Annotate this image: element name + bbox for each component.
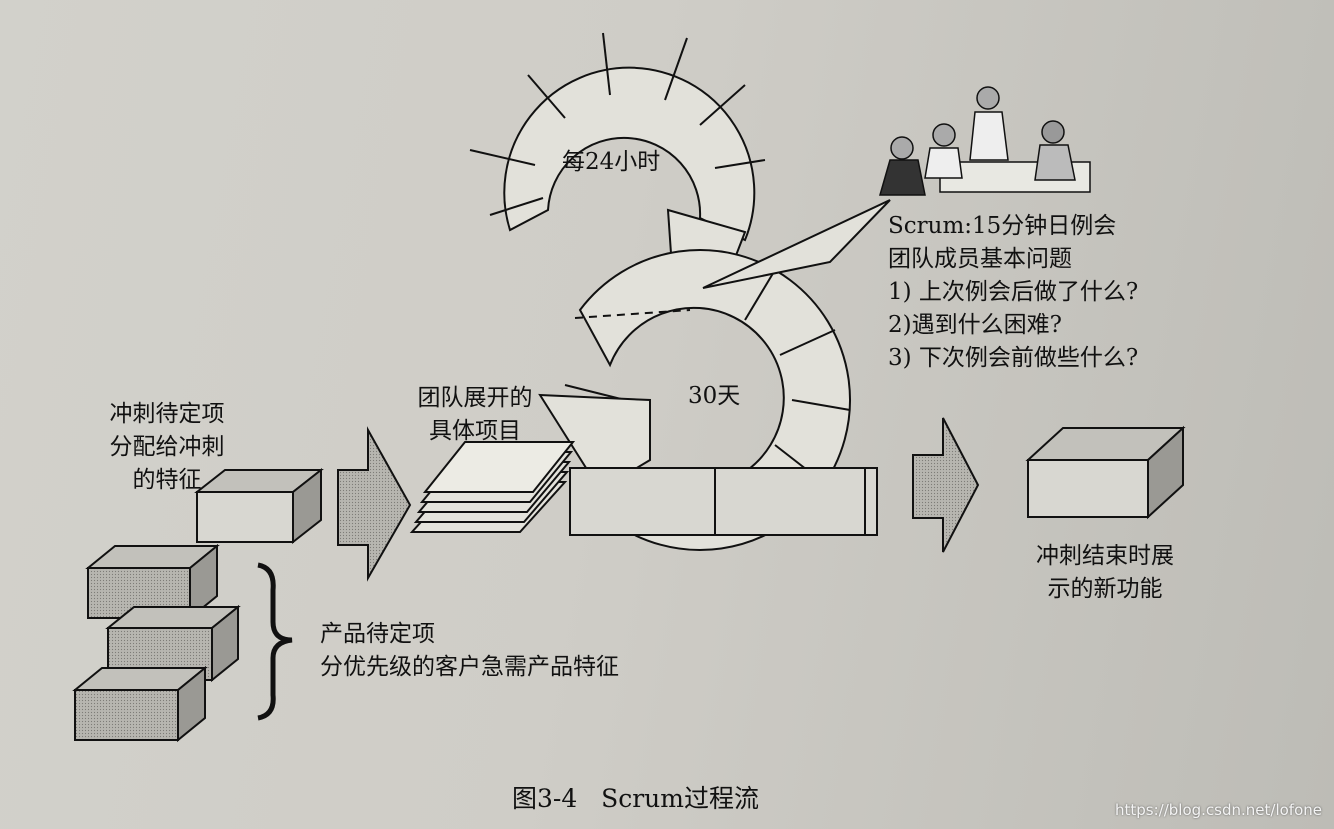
meeting-title: Scrum:15分钟日例会 — [888, 210, 1116, 243]
team-items-line-1: 团队展开的 — [400, 382, 550, 415]
meeting-question-3: 3) 下次例会前做些什么? — [888, 342, 1138, 375]
increment-box — [1028, 428, 1183, 517]
product-backlog-label: 产品待定项 分优先级的客户急需产品特征 — [320, 618, 619, 684]
meeting-question-1: 1) 上次例会后做了什么? — [888, 276, 1138, 309]
sprint-result-line-2: 示的新功能 — [1020, 573, 1190, 606]
flow-arrow-left — [338, 430, 410, 578]
team-items-line-2: 具体项目 — [400, 415, 550, 448]
product-backlog-line-2: 分优先级的客户急需产品特征 — [320, 651, 619, 684]
flow-arrow-right — [913, 418, 978, 552]
sprint-backlog-line-2: 分配给冲刺 — [82, 431, 252, 464]
sprint-backlog-line-3: 的特征 — [82, 464, 252, 497]
meeting-subtitle: 团队成员基本问题 — [888, 243, 1072, 276]
daily-cycle-ring — [470, 33, 765, 240]
sprint-backlog-line-1: 冲刺待定项 — [82, 398, 252, 431]
meeting-people-illustration — [880, 87, 1090, 195]
backlog-brace — [258, 565, 292, 718]
team-task-papers — [412, 442, 573, 532]
sprint-backlog-label: 冲刺待定项 分配给冲刺 的特征 — [82, 398, 252, 497]
product-backlog-stack — [75, 546, 238, 740]
iteration-base-boxes — [570, 468, 877, 535]
daily-cycle-label: 每24小时 — [562, 146, 660, 179]
meeting-question-2: 2)遇到什么困难? — [888, 309, 1062, 342]
sprint-result-line-1: 冲刺结束时展 — [1020, 540, 1190, 573]
product-backlog-line-1: 产品待定项 — [320, 618, 619, 651]
figure-caption: 图3-4 Scrum过程流 — [512, 782, 759, 815]
sprint-result-label: 冲刺结束时展 示的新功能 — [1020, 540, 1190, 606]
team-items-label: 团队展开的 具体项目 — [400, 382, 550, 448]
iteration-cycle-label: 30天 — [688, 380, 740, 413]
watermark: https://blog.csdn.net/lofone — [1115, 801, 1322, 819]
